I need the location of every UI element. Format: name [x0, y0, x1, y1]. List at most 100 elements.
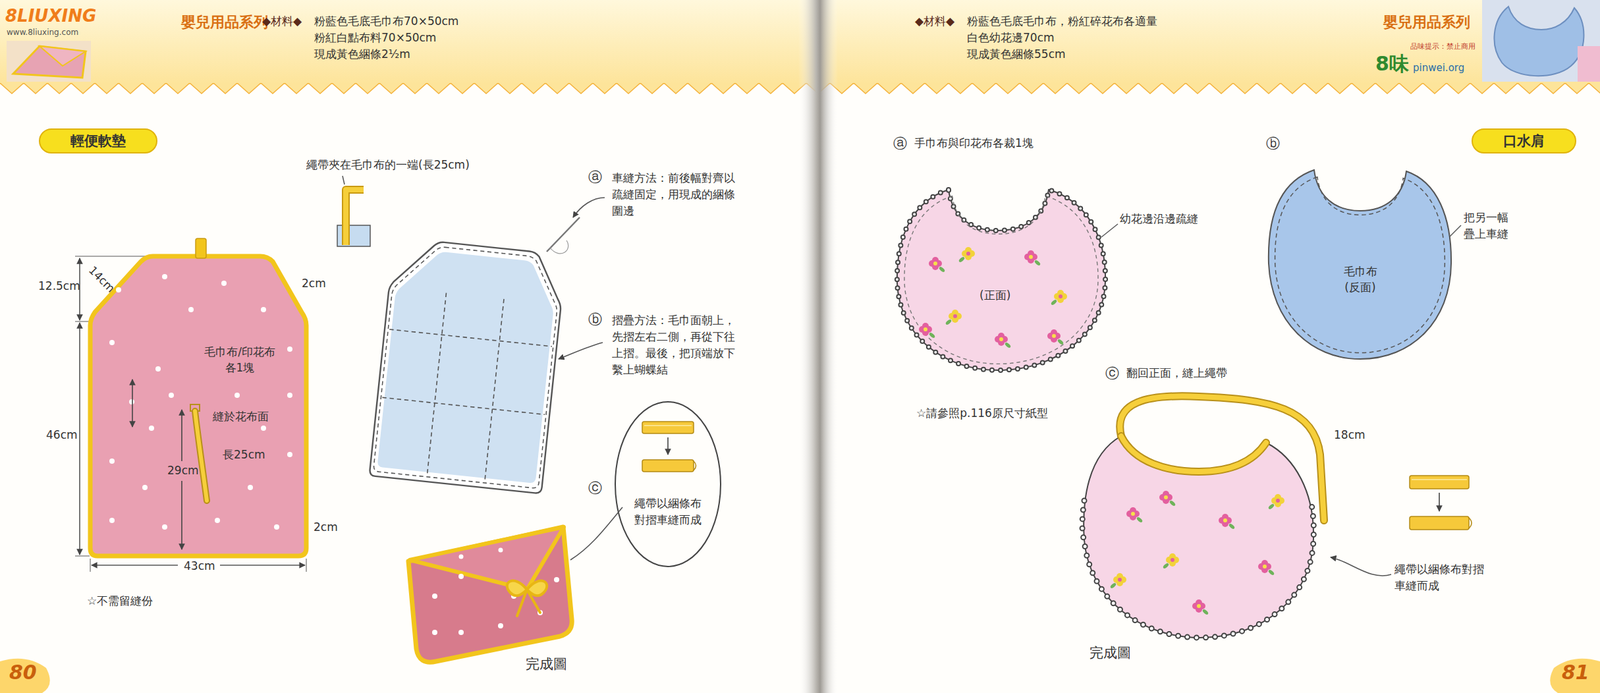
drawing-part — [497, 623, 504, 629]
label-text: 12.5cm — [38, 279, 81, 294]
node-text: 長25cm — [222, 447, 266, 462]
text-slot: 81 — [1561, 660, 1590, 686]
text-slot: 品味提示：禁止商用 — [1410, 42, 1476, 52]
text-slot: 46cm — [46, 428, 78, 442]
drawing-part — [1119, 395, 1325, 521]
drawing-part — [1275, 177, 1446, 354]
drawing-part — [373, 242, 563, 489]
drawing-part — [1121, 436, 1267, 472]
drawing-part — [644, 424, 692, 427]
drawing-part — [287, 392, 293, 398]
label-text: 43cm — [183, 559, 216, 574]
label-text: 46cm — [46, 428, 78, 442]
text-slot: ⓑ — [1266, 135, 1280, 153]
drawing-part — [373, 242, 563, 489]
label-text: 嬰兒用品系列 — [181, 13, 269, 32]
page-number: 81 — [1561, 660, 1590, 686]
label-text: 繩帶夾在毛巾布的一端(長25cm) — [306, 158, 470, 172]
drawing-part — [1268, 494, 1285, 510]
drawing-part — [115, 287, 122, 293]
text-slot: 粉藍色毛底毛巾布，粉紅碎花布各適量 — [966, 14, 1158, 29]
text-slot: 29cm — [167, 463, 199, 478]
label-text: 品味提示：禁止商用 — [1410, 42, 1476, 52]
drawing-part — [432, 548, 560, 636]
drawing-part — [345, 189, 364, 246]
strap-detail — [337, 175, 371, 247]
label-text: 繩帶以綑條布對摺車縫而成 — [1394, 561, 1489, 595]
thumbnail-right — [1482, 0, 1600, 82]
dimension-lines — [75, 256, 307, 572]
drawing-part — [897, 189, 1106, 371]
text-slot: 白色幼花邊70cm — [966, 30, 1055, 45]
text-slot: 繩帶夾在毛巾布的一端(長25cm) — [306, 158, 470, 172]
text-slot: ⓒ — [588, 479, 603, 497]
text-slot: 18cm — [1333, 428, 1366, 442]
text-slot: 摺疊方法：毛巾面朝上，先摺左右二側，再從下往上摺。最後，把頂端放下繫上蝴蝶結 — [611, 312, 743, 379]
label-text: ☆不需留縫份 — [86, 594, 153, 608]
label-text: 翻回正面，縫上繩帶 — [1126, 366, 1228, 381]
drawing-part — [260, 425, 267, 431]
drawing-part — [188, 306, 194, 313]
drawing-part — [432, 629, 438, 635]
text-slot: 80 — [9, 660, 37, 686]
drawing-part — [484, 299, 504, 483]
drawing-part — [342, 175, 345, 185]
label-text: 毛巾布/印花布 各1塊 — [200, 343, 280, 376]
drawing-part — [1549, 658, 1600, 693]
drawing-part — [667, 437, 669, 455]
text-slot: ◆材料◆ — [914, 14, 955, 29]
drawing-part — [287, 346, 293, 352]
drawing-part — [1047, 329, 1064, 346]
drawing-part — [90, 256, 307, 556]
drawing-part — [897, 189, 1106, 371]
pointer-arrow — [1330, 557, 1392, 576]
drawing-part — [1438, 492, 1440, 512]
drawing-part — [1162, 553, 1180, 570]
drawing-part — [168, 392, 174, 398]
drawing-part — [918, 322, 936, 339]
title-text: 口水肩 — [1503, 133, 1545, 149]
thumbnail-left — [6, 40, 91, 82]
drawing-part — [79, 322, 81, 555]
label-text: www.8liuxing.com — [6, 27, 79, 38]
drawing-part — [389, 329, 552, 347]
leader-line — [1101, 223, 1118, 238]
drawing-part — [1411, 478, 1467, 481]
drawing-part — [945, 309, 962, 326]
drawing-part — [1258, 559, 1275, 576]
label-text: 完成圖 — [525, 655, 568, 673]
drawing-part — [129, 399, 135, 405]
label-text: ◆材料◆ — [914, 14, 955, 29]
finished-bib — [1082, 395, 1325, 638]
label-text: 2cm — [313, 520, 338, 535]
drawing-part — [75, 321, 90, 323]
label-text: ◆材料◆ — [262, 14, 302, 29]
drawing-part — [1577, 46, 1600, 82]
drawing-part — [507, 580, 547, 597]
drawing-part — [458, 573, 464, 580]
text-slot: 2cm — [301, 276, 327, 291]
label-text: 幼花邊沿邊疏縫 — [1119, 212, 1199, 226]
strap-oval — [615, 401, 721, 567]
text-slot: ⓑ — [588, 310, 603, 329]
folding-diagram — [369, 237, 567, 494]
text-slot: ⓒ — [1105, 364, 1120, 383]
drawing-part — [1126, 507, 1143, 524]
text-slot: ⓐ — [588, 168, 603, 186]
drawing-part — [6, 40, 91, 82]
text-slot: 毛巾布 (反面) — [1336, 263, 1384, 296]
drawing-part — [247, 484, 253, 491]
drawing-part — [220, 564, 305, 566]
text-slot: 把另一幅疊上車縫 — [1463, 209, 1512, 243]
text-slot: 8LIUXING — [5, 5, 97, 28]
mat-pattern-shape: 毛巾布/印花布 各1塊縫於花布面29cm長25cm — [84, 234, 313, 562]
label-text: 繩帶以綑條布對摺車縫而成 — [632, 495, 704, 529]
drawing-part — [1050, 289, 1068, 306]
drawing-part — [642, 421, 694, 434]
bib-back-shape: 毛巾布 (反面) — [1261, 159, 1460, 367]
text-slot: (正面) — [979, 288, 1011, 303]
drawing-part — [1024, 250, 1041, 267]
text-slot: 幼花邊沿邊疏縫 — [1119, 212, 1199, 226]
label-text: 粉紅白點布料70×50cm — [314, 30, 437, 45]
